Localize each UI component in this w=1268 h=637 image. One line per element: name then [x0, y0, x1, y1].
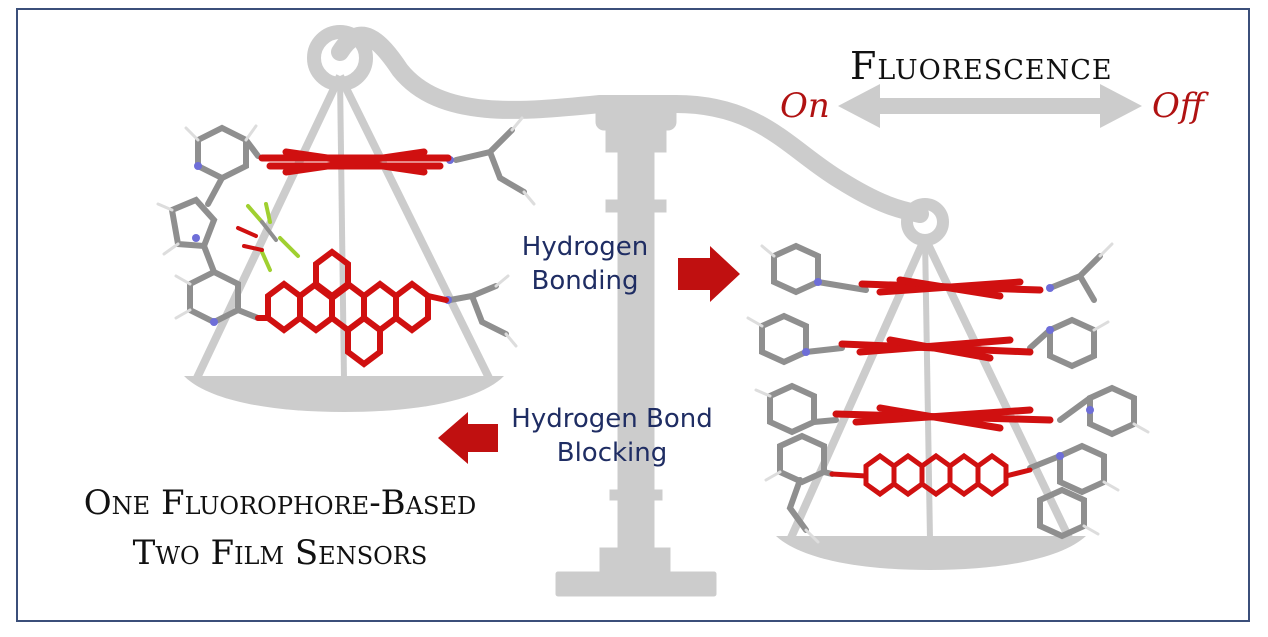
left-ring-1 — [195, 124, 249, 182]
balance-neck — [605, 127, 667, 153]
left-ring-3 — [187, 268, 241, 326]
column-ring-top — [605, 199, 667, 213]
left-alkyl-2 — [447, 283, 509, 337]
left-alkyl-1 — [453, 127, 527, 195]
right-molecule-stack — [746, 242, 1150, 544]
fluorescence-on-label: On — [780, 86, 830, 126]
hydrogen-bonding-line1: Hydrogen — [521, 232, 649, 262]
fluorescence-arrow — [838, 84, 1142, 128]
caption-line-1: One Fluorophore-Based — [83, 483, 477, 523]
left-pan — [184, 376, 504, 412]
process-arrows — [438, 246, 740, 464]
right-pan — [776, 536, 1086, 570]
hydrogen-bond-blocking-label: Hydrogen Bond Blocking — [492, 402, 732, 470]
hydrogen-bonding-line2: Bonding — [531, 266, 639, 296]
column-ring-bottom — [609, 489, 663, 501]
balance-foot — [599, 547, 671, 575]
hydrogen-bond-blocking-line1: Hydrogen Bond — [511, 404, 713, 434]
balance-scale — [184, 25, 1086, 597]
forward-arrow — [678, 246, 740, 302]
right-curl — [901, 198, 949, 246]
fluorescence-off-label: Off — [1152, 86, 1204, 126]
caption-line-2: Two Film Sensors — [132, 533, 428, 573]
double-arrow-shape — [838, 84, 1142, 128]
left-string-2 — [337, 75, 347, 381]
balance-base — [555, 571, 717, 597]
balance-column — [617, 149, 655, 551]
left-string-3 — [336, 74, 494, 382]
left-ring-2 — [168, 196, 218, 250]
reverse-arrow — [438, 412, 498, 464]
balance-beam — [331, 26, 929, 223]
hydrogen-bonding-label: Hydrogen Bonding — [515, 230, 655, 298]
left-molecule-complex — [156, 116, 536, 368]
hydrogen-bond-blocking-line2: Blocking — [556, 438, 668, 468]
fluorescence-title: Fluorescence — [850, 44, 1113, 88]
